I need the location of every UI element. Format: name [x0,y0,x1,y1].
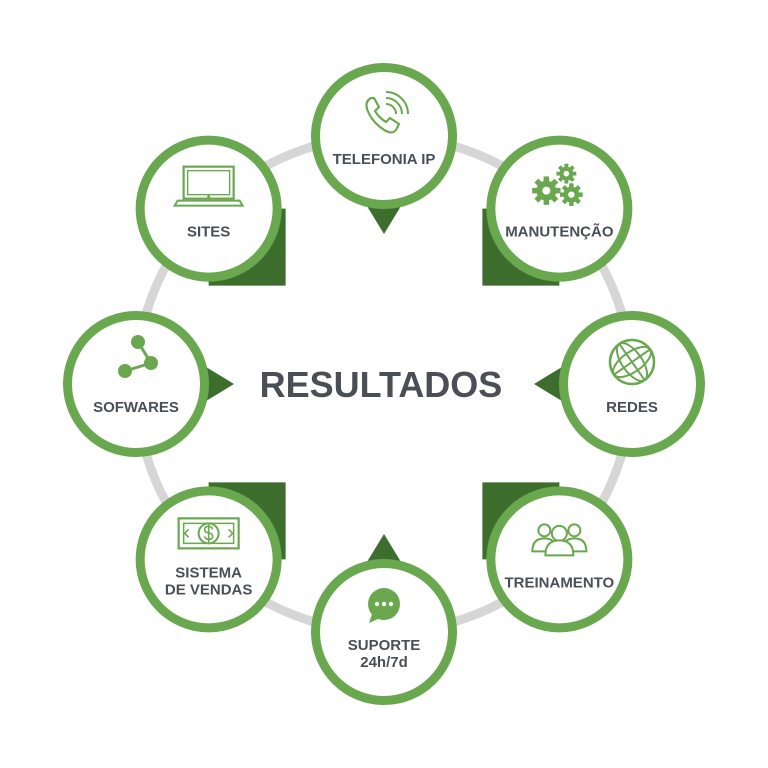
node-label-sofwares: SOFWARES [93,399,179,416]
node-label-line: DE VENDAS [165,581,253,598]
phone-icon [365,91,409,134]
share-nodes-icon [118,335,158,378]
node-label-line: SUPORTE [348,637,421,654]
node-face [495,495,624,624]
gears-icon [532,163,583,206]
node-treinamento: TREINAMENTO [486,486,633,633]
money-bill-icon [177,517,240,550]
node-face [144,144,273,273]
node-face [495,144,624,273]
laptop-icon [172,165,245,207]
node-sofwares: SOFWARES [63,311,209,457]
node-label-line: SITES [187,224,230,241]
node-label-line: SOFWARES [93,399,179,416]
node-layer: TELEFONIA IP MANUTENÇÃO REDES TREINAMENTO SU… [63,63,705,705]
chat-bubble-icon [368,588,400,623]
center-title: RESULTADOS [260,364,503,405]
node-label-line: MANUTENÇÃO [505,223,614,241]
node-telefonia-ip: TELEFONIA IP [311,63,457,209]
node-label-telefonia-ip: TELEFONIA IP [333,151,436,168]
node-label-redes: REDES [606,399,658,416]
people-icon [531,523,588,557]
node-label-line: TELEFONIA IP [333,151,436,168]
node-label-treinamento: TREINAMENTO [504,574,614,591]
node-face [320,568,448,696]
node-manutencao: MANUTENÇÃO [486,135,633,282]
node-sites: SITES [135,135,282,282]
node-label-line: SISTEMA [175,564,242,581]
node-face [72,320,200,448]
node-label-sites: SITES [187,224,230,241]
node-label-line: REDES [606,399,658,416]
globe-icon [608,338,656,386]
node-face [320,72,448,200]
node-face [144,495,273,624]
node-label-manutencao: MANUTENÇÃO [505,223,614,241]
node-label-line: 24h/7d [360,654,408,671]
node-label-line: TREINAMENTO [504,574,614,591]
node-redes: REDES [559,311,705,457]
